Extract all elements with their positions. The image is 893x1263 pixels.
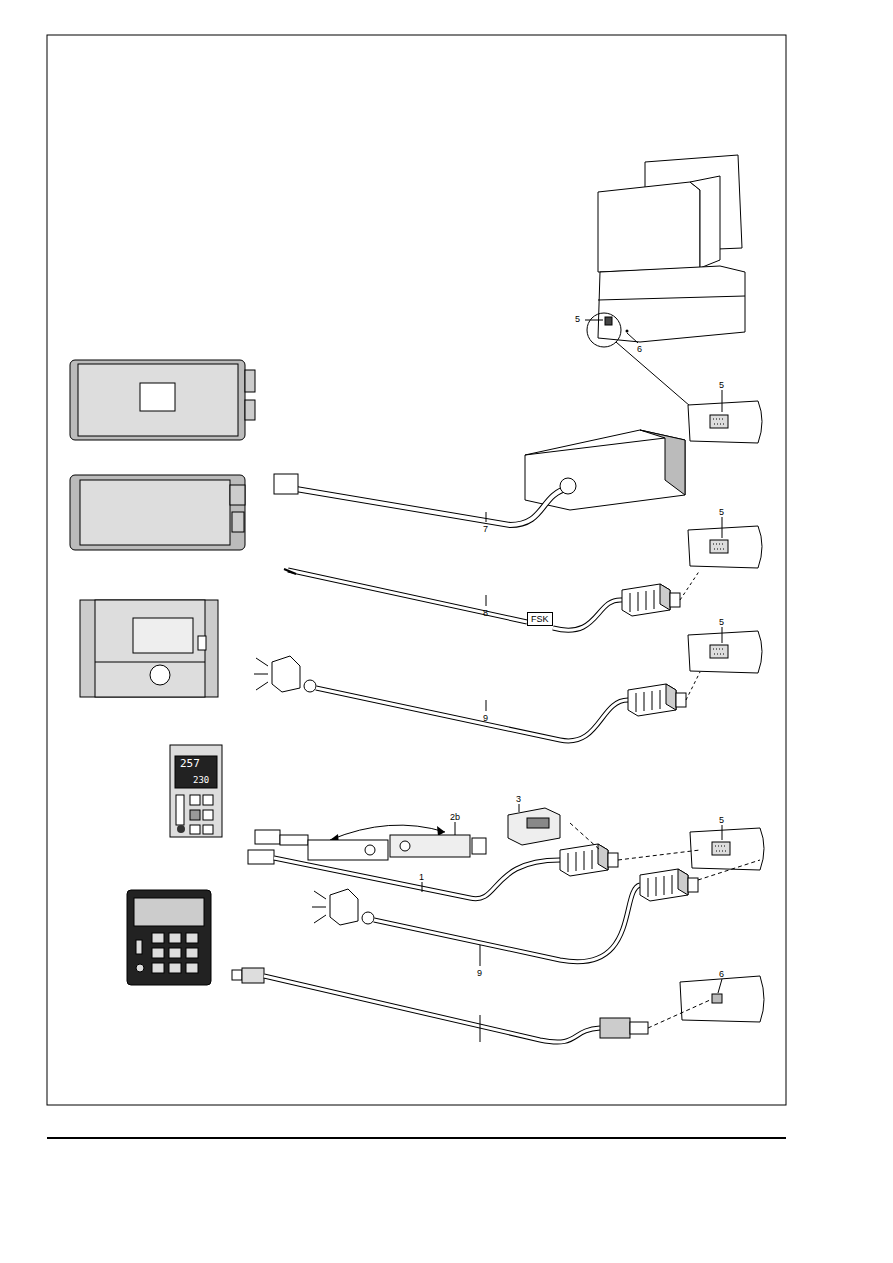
callout-number: 5 xyxy=(719,507,724,517)
callout-number: 5 xyxy=(719,617,724,627)
display-reading: 257 xyxy=(180,759,200,769)
callout-number: 5 xyxy=(719,380,724,390)
callout-number: 9 xyxy=(477,968,482,978)
callout-number: 1 xyxy=(419,872,424,882)
node-text: FSK xyxy=(531,614,549,624)
callout-number: 9 xyxy=(483,713,488,723)
callout-number: 7 xyxy=(483,524,488,534)
cable-marker-box: FSK xyxy=(527,612,553,626)
callout-number: 5 xyxy=(575,314,580,324)
callout-number: 5 xyxy=(719,815,724,825)
callout-number: 3 xyxy=(516,794,521,804)
callout-number: 2b xyxy=(450,812,460,822)
callout-number: 6 xyxy=(719,969,724,979)
callout-number: 6 xyxy=(637,344,642,354)
display-reading: 230 xyxy=(193,775,209,785)
callout-number: 8 xyxy=(483,608,488,618)
